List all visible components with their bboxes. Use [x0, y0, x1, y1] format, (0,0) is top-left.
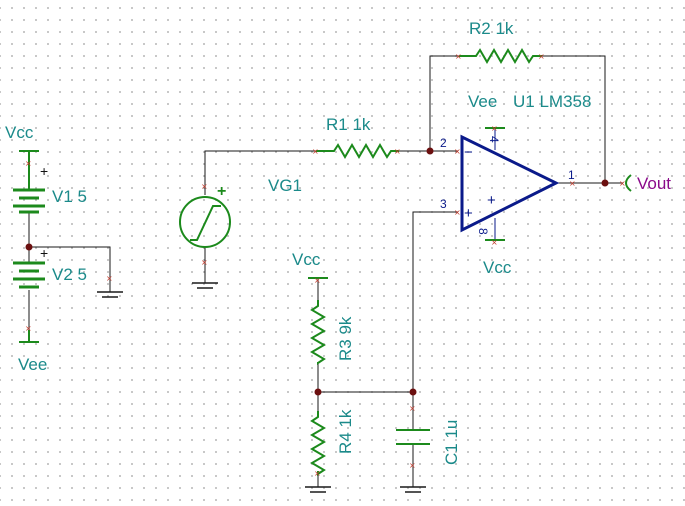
- opamp-vplus-sign: +: [487, 192, 496, 209]
- wire-noninverting: [412, 211, 458, 392]
- pin-vneg-number: 4: [487, 136, 501, 143]
- label-r4: R4 1k: [336, 409, 355, 454]
- svg-text:×: ×: [201, 258, 208, 267]
- pin-output-number: 1: [568, 168, 575, 182]
- v2-plus-sign: +: [40, 245, 48, 261]
- label-r1: R1 1k: [326, 115, 371, 134]
- capacitor-c1: [396, 429, 430, 445]
- opamp-minus-sign: −: [464, 144, 473, 161]
- wires: [28, 55, 623, 487]
- junction-divider: [314, 388, 322, 396]
- vg1-plus-sign: +: [217, 183, 226, 200]
- supply-ticks: [19, 127, 505, 343]
- wire-vg1-to-r1: [204, 150, 316, 195]
- battery-v2: [13, 261, 45, 289]
- junction-battery: [25, 243, 33, 251]
- label-v1: V1 5: [52, 187, 87, 206]
- wire-battery-ground: [29, 246, 111, 292]
- opamp-plus-sign: +: [464, 205, 473, 222]
- ground-vg1: [192, 282, 218, 289]
- v1-plus-sign: +: [40, 163, 48, 179]
- label-c1: C1 1u: [442, 420, 461, 465]
- svg-text:×: ×: [201, 182, 208, 191]
- label-vee-opamp: Vee: [468, 92, 497, 111]
- resistor-r4: [310, 411, 326, 476]
- svg-text:×: ×: [314, 276, 321, 285]
- ground-c1: [400, 486, 426, 493]
- svg-text:×: ×: [491, 124, 498, 133]
- svg-text:×: ×: [312, 147, 319, 156]
- label-r3: R3 9k: [336, 316, 355, 361]
- resistor-r1: [316, 143, 399, 159]
- terminal-marks: × × × × × × × × × × × × × × × × × × ×: [25, 52, 626, 478]
- junction-inverting: [426, 147, 434, 155]
- svg-text:×: ×: [454, 147, 461, 156]
- svg-text:×: ×: [569, 179, 576, 188]
- label-u1: U1 LM358: [513, 92, 591, 111]
- signal-generator-vg1: [179, 196, 231, 248]
- svg-text:×: ×: [25, 159, 32, 168]
- svg-text:×: ×: [25, 324, 32, 333]
- svg-text:×: ×: [409, 404, 416, 413]
- svg-text:×: ×: [394, 147, 401, 156]
- label-vg1: VG1: [268, 176, 302, 195]
- svg-text:×: ×: [619, 179, 626, 188]
- svg-text:×: ×: [409, 461, 416, 470]
- label-v2: V2 5: [52, 265, 87, 284]
- svg-text:×: ×: [454, 208, 461, 217]
- label-vcc-r3: Vcc: [292, 250, 321, 269]
- svg-text:×: ×: [491, 238, 498, 247]
- wire-feedback-left: [429, 55, 459, 151]
- svg-text:×: ×: [106, 274, 113, 283]
- pin-noninverting-number: 3: [440, 197, 447, 211]
- svg-text:×: ×: [455, 52, 462, 61]
- pin-vpos-number: 8: [476, 228, 490, 235]
- label-vcc-opamp: Vcc: [483, 258, 512, 277]
- svg-text:×: ×: [538, 52, 545, 61]
- resistor-r3: [310, 300, 326, 365]
- ground-r4: [305, 486, 331, 493]
- pin-inverting-number: 2: [440, 136, 447, 150]
- resistor-r2: [459, 48, 542, 64]
- label-vee-left: Vee: [18, 355, 47, 374]
- label-vout: Vout: [637, 174, 671, 193]
- output-connector: [625, 174, 632, 192]
- label-vcc-left: Vcc: [5, 123, 34, 142]
- ground-battery: [97, 291, 123, 298]
- battery-v1: [13, 163, 45, 214]
- wire-feedback-right: [542, 55, 606, 183]
- svg-text:×: ×: [314, 469, 321, 478]
- junctions: [25, 147, 609, 396]
- opamp-u1: [460, 128, 560, 240]
- junction-capacitor: [409, 388, 417, 396]
- junction-output: [601, 179, 609, 187]
- label-r2: R2 1k: [469, 19, 514, 38]
